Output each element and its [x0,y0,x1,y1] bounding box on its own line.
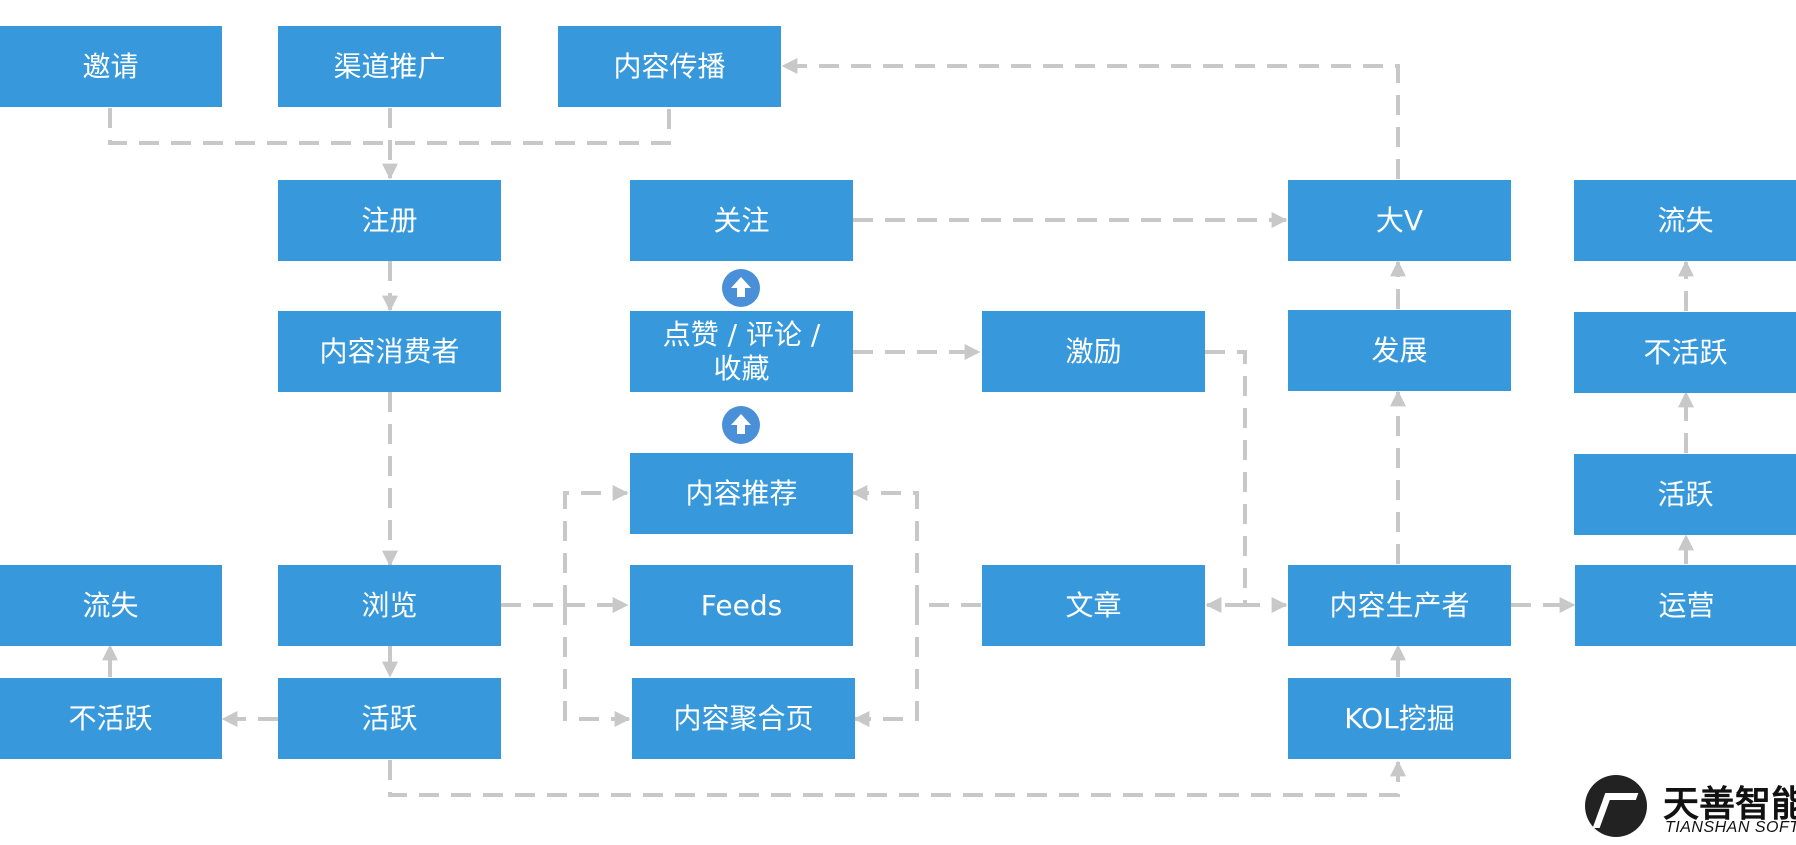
node-like-comment-favorite: 点赞 / 评论 / 收藏 [630,311,853,392]
node-inactive-left: 不活跃 [0,678,222,759]
node-incentive: 激励 [982,311,1205,392]
node-article: 文章 [982,565,1205,646]
edge-article-recommend [851,485,919,605]
node-register: 注册 [278,180,501,261]
node-kol-mining: KOL挖掘 [1288,678,1511,759]
edge-invite-merge [108,108,671,145]
node-content-spread: 内容传播 [558,26,781,107]
edge-active-kol [388,760,1406,797]
node-browse: 浏览 [278,565,501,646]
node-develop: 发展 [1288,310,1511,391]
node-big-v: 大V [1288,180,1511,261]
node-churn-right: 流失 [1574,180,1796,261]
node-content-producer: 内容生产者 [1288,565,1511,646]
edge-incentive-producer [1205,350,1288,613]
arrow-up-circle-icon [722,269,760,307]
logo-english-text: TIANSHAN SOFT [1665,819,1796,836]
node-channel-promotion: 渠道推广 [278,26,501,107]
logo-chinese-text: 天善智能 [1663,784,1796,825]
node-invite: 邀请 [0,26,222,107]
node-inactive-right: 不活跃 [1574,312,1796,393]
tianshan-logo-mark-icon [1585,775,1647,837]
node-follow: 关注 [630,180,853,261]
arrow-up-circle-icon [722,406,760,444]
node-churn-left: 流失 [0,565,222,646]
node-operation: 运营 [1575,565,1796,646]
node-feeds: Feeds [630,565,853,646]
node-active-left: 活跃 [278,678,501,759]
edge-browse-recommend [563,485,629,605]
node-content-aggregation-page: 内容聚合页 [632,678,855,759]
tianshan-logo: 天善智能 TIANSHAN SOFT [1585,775,1796,845]
edge-browse-aggregate [563,605,631,727]
edge-bigv-spread [781,58,1400,179]
node-active-right: 活跃 [1574,454,1796,535]
edge-article-aggregate [853,605,919,727]
node-content-recommendation: 内容推荐 [630,453,853,534]
node-content-consumer: 内容消费者 [278,311,501,392]
